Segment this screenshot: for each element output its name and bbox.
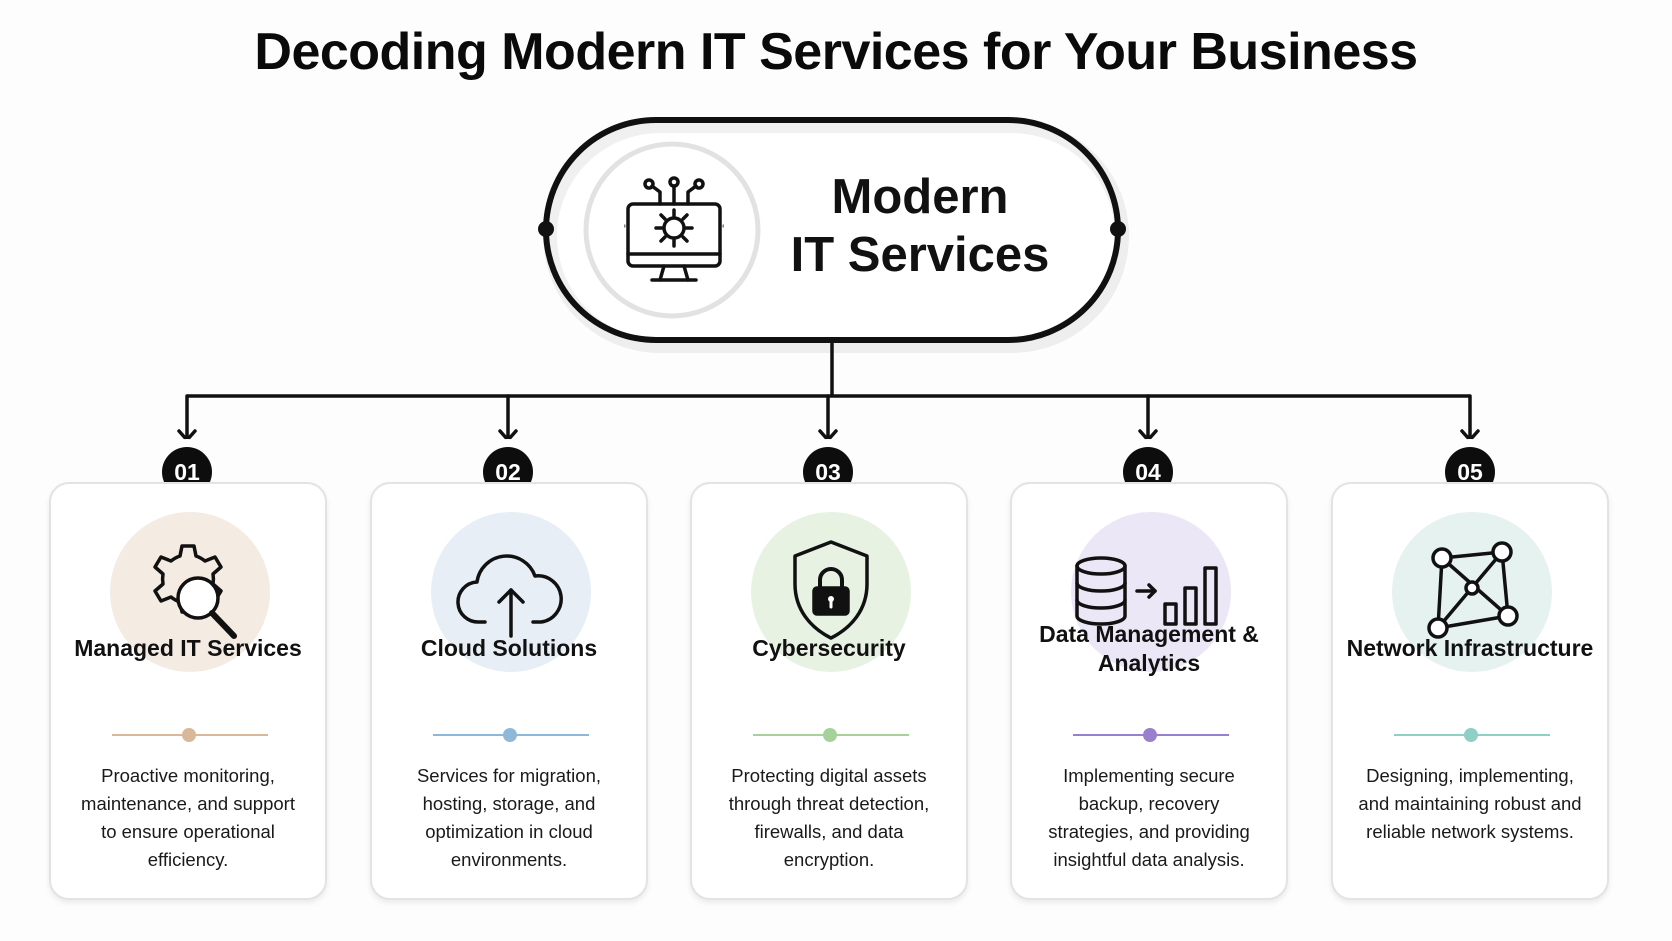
divider-dot: [182, 728, 196, 742]
cloud-upload-icon: [456, 554, 563, 638]
service-card-cloud: Cloud Solutions Services for migration, …: [370, 482, 648, 900]
hub-left-node: [538, 221, 554, 237]
card-divider: [1073, 728, 1229, 742]
card-divider: [433, 728, 589, 742]
computer-gear-icon: [614, 176, 734, 291]
icon-circle: [1392, 512, 1552, 672]
icon-circle: [1071, 512, 1231, 672]
card-description: Proactive monitoring, maintenance, and s…: [81, 765, 295, 870]
divider-dot: [503, 728, 517, 742]
card-divider: [1394, 728, 1550, 742]
icon-circle: [751, 512, 911, 672]
icon-circle: [431, 512, 591, 672]
service-card-data-management: Data Management & Analytics Implementing…: [1010, 482, 1288, 900]
network-nodes-icon: [1427, 541, 1519, 639]
service-card-cybersecurity: Cybersecurity Protecting digital assets …: [690, 482, 968, 900]
database-chart-icon: [1075, 556, 1218, 626]
card-divider: [112, 728, 268, 742]
card-title: Managed IT Services: [74, 635, 302, 661]
gear-magnifier-icon: [153, 544, 237, 639]
card-title: Cloud Solutions: [420, 635, 598, 661]
page-title: Decoding Modern IT Services for Your Bus…: [254, 23, 1418, 81]
branch-arrows: [177, 394, 1480, 442]
hub-title: Modern IT Services: [770, 168, 1070, 284]
divider-dot: [823, 728, 837, 742]
card-title: Network Infrastructure: [1346, 635, 1594, 661]
card-title: Data Management & Analytics: [1039, 621, 1259, 676]
hub-title-line1: Modern: [831, 170, 1009, 224]
icon-circle: [110, 512, 270, 672]
card-description: Designing, implementing, and maintaining…: [1358, 765, 1582, 842]
divider-dot: [1143, 728, 1157, 742]
service-card-managed-it: Managed IT Services Proactive monitoring…: [49, 482, 327, 900]
card-description: Services for migration, hosting, storage…: [416, 765, 602, 870]
card-divider: [753, 728, 909, 742]
hub-title-line2: IT Services: [790, 228, 1050, 282]
card-title: Cybersecurity: [752, 635, 906, 661]
card-description: Protecting digital assets through threat…: [728, 765, 930, 870]
hub-right-node: [1110, 221, 1126, 237]
shield-lock-icon: [793, 540, 869, 640]
divider-dot: [1464, 728, 1478, 742]
card-description: Implementing secure backup, recovery str…: [1048, 765, 1250, 870]
service-card-network: Network Infrastructure Designing, implem…: [1331, 482, 1609, 900]
